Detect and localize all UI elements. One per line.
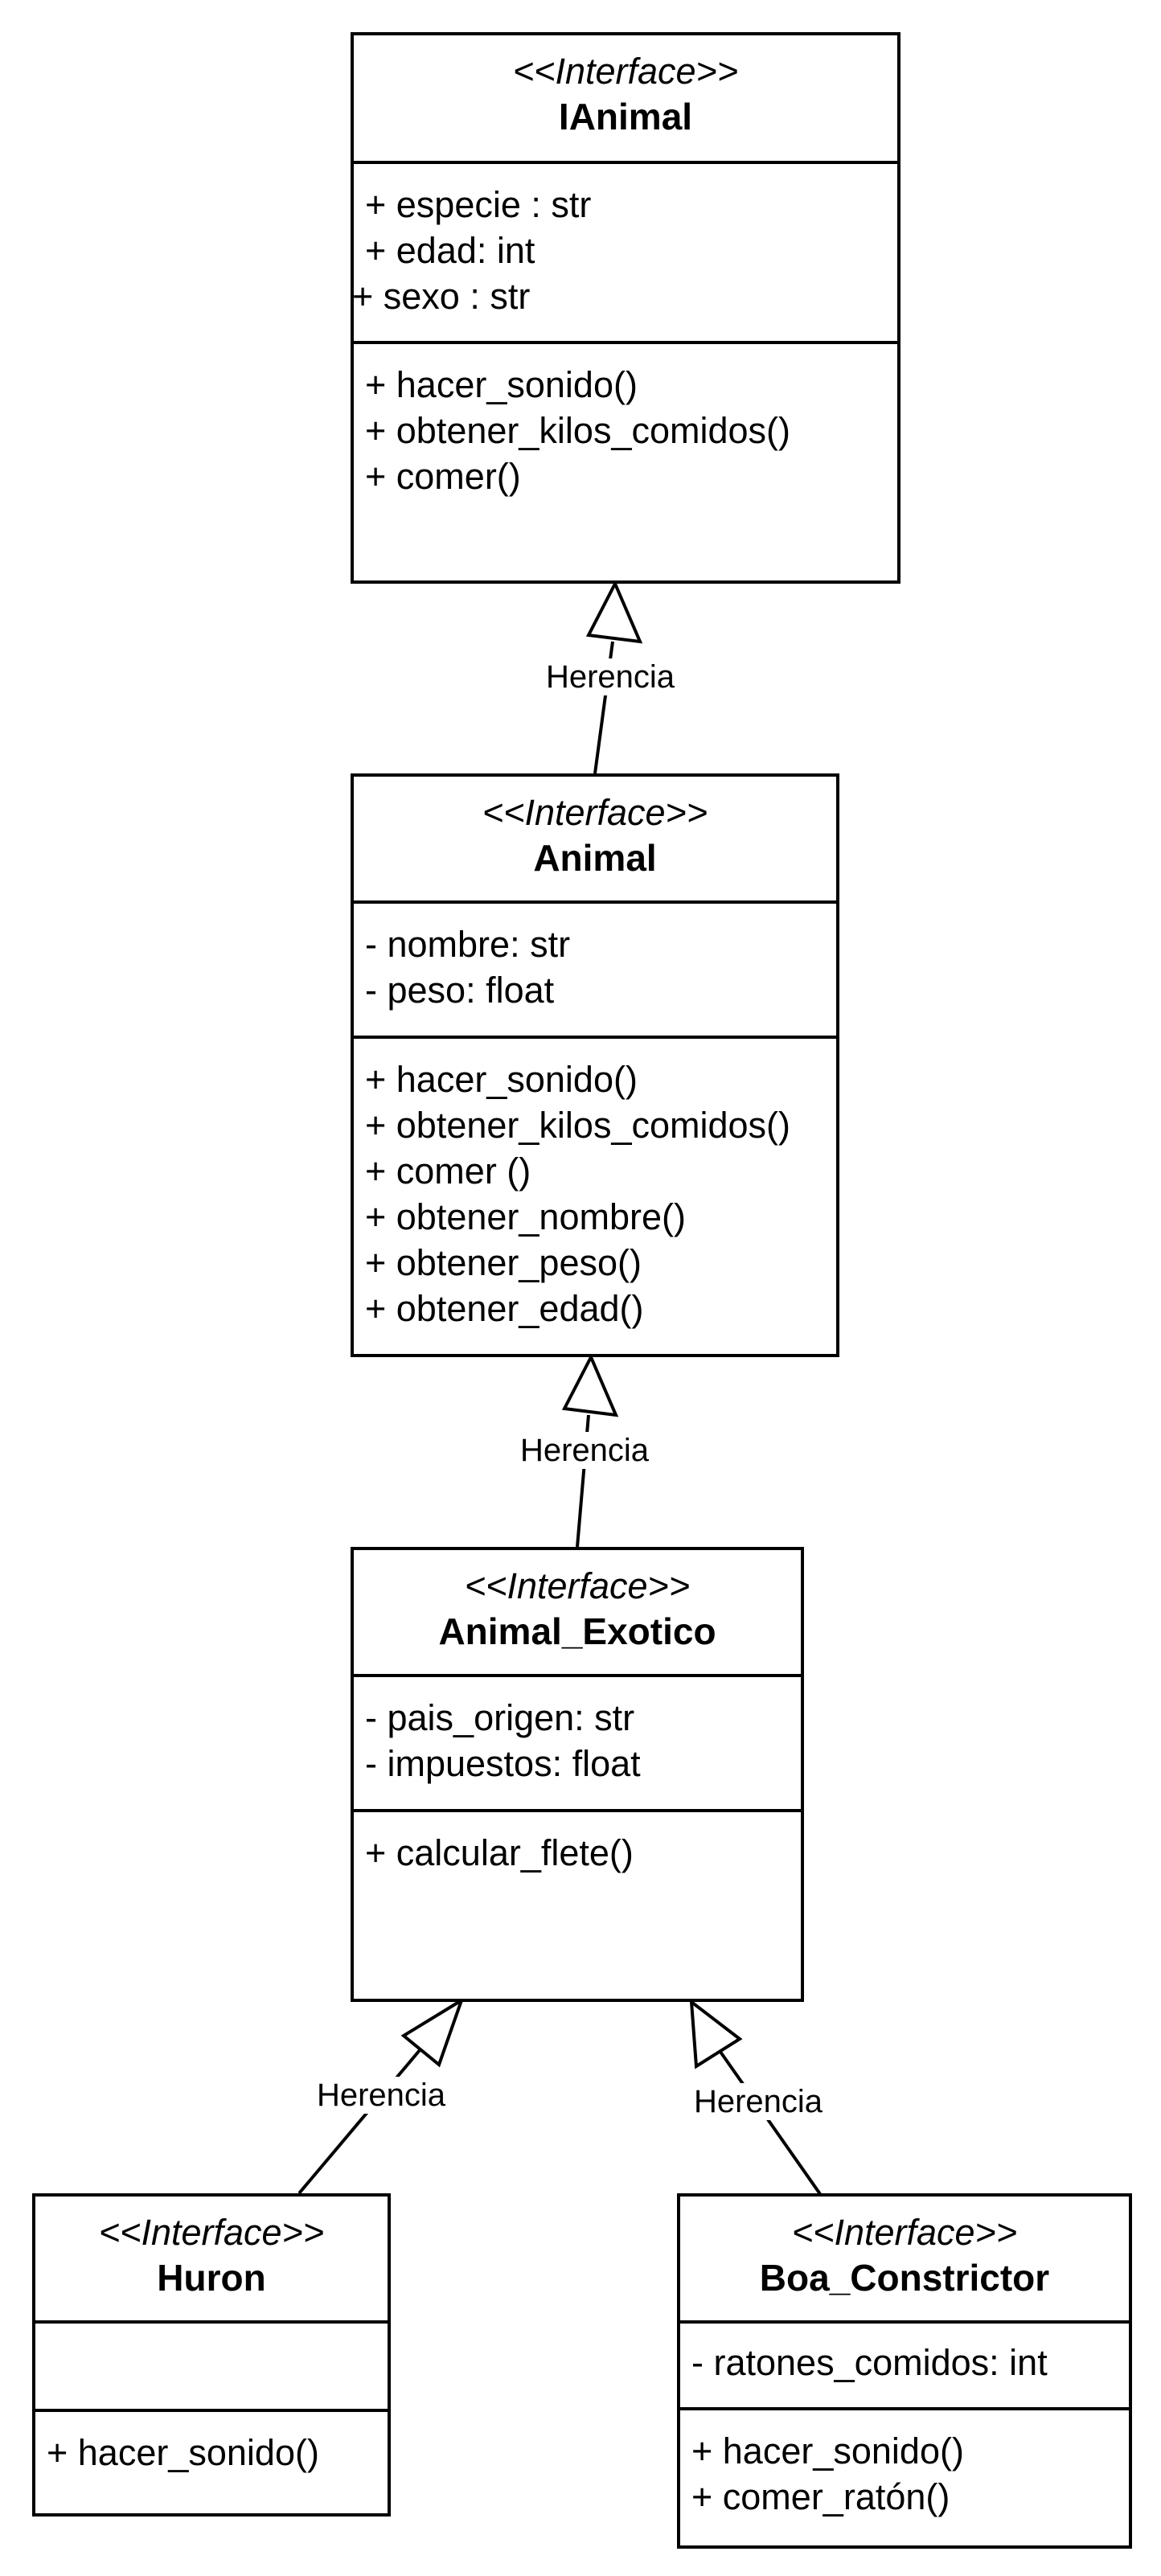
stereotype-label: <<Interface>>: [482, 792, 708, 833]
class-animal[interactable]: <<Interface>> Animal - nombre: str - pes…: [351, 773, 839, 1357]
stereotype-label: <<Interface>>: [98, 2212, 325, 2253]
edge-label-animal-ianimal: Herencia: [542, 658, 679, 695]
class-header: <<Interface>> Animal: [354, 777, 836, 904]
methods-compartment: + calcular_flete(): [354, 1812, 801, 1876]
method: + hacer_sonido(): [691, 2430, 964, 2471]
attributes-compartment: [35, 2324, 388, 2412]
edge-label-exotico-animal: Herencia: [516, 1432, 653, 1469]
class-header: <<Interface>> Boa_Constrictor: [680, 2197, 1129, 2324]
class-header: <<Interface>> Animal_Exotico: [354, 1550, 801, 1677]
stereotype-label: <<Interface>>: [791, 2212, 1018, 2253]
attributes-compartment: - pais_origen: str - impuestos: float: [354, 1677, 801, 1812]
class-boa-constrictor[interactable]: <<Interface>> Boa_Constrictor - ratones_…: [677, 2193, 1132, 2549]
attribute: - ratones_comidos: int: [691, 2342, 1048, 2383]
method: + comer (): [365, 1151, 531, 1192]
inheritance-arrowhead-icon: [585, 580, 643, 644]
edge-huron-exotico: [297, 1996, 465, 2195]
method: + obtener_peso(): [365, 1242, 642, 1283]
method: + comer(): [365, 456, 521, 497]
method: + obtener_edad(): [365, 1288, 644, 1329]
attribute: - peso: float: [365, 970, 555, 1011]
method: + hacer_sonido(): [47, 2432, 319, 2473]
inheritance-arrowhead-icon: [561, 1353, 619, 1417]
class-header: <<Interface>> Huron: [35, 2197, 388, 2324]
class-name: Animal_Exotico: [438, 1610, 716, 1652]
class-animal-exotico[interactable]: <<Interface>> Animal_Exotico - pais_orig…: [351, 1547, 804, 2002]
inheritance-arrowhead-icon: [689, 1998, 743, 2069]
method: + calcular_flete(): [365, 1832, 634, 1873]
method: + obtener_nombre(): [365, 1196, 686, 1237]
attributes-compartment: + especie : str + edad: int + sexo : str: [352, 164, 897, 344]
edge-boa-exotico: [689, 1998, 831, 2209]
method: + hacer_sonido(): [365, 1059, 638, 1100]
class-ianimal[interactable]: <<Interface>> IAnimal + especie : str + …: [351, 32, 900, 584]
method: + obtener_kilos_comidos(): [365, 1105, 791, 1146]
edge-label-boa-exotico: Herencia: [690, 2083, 827, 2120]
attribute: + edad: int: [365, 230, 535, 271]
attribute: + sexo : str: [352, 276, 531, 317]
method: + comer_ratón(): [691, 2476, 950, 2517]
edge-label-huron-exotico: Herencia: [313, 2077, 449, 2114]
inheritance-arrowhead-icon: [400, 1996, 465, 2068]
stereotype-label: <<Interface>>: [512, 51, 739, 92]
methods-compartment: + hacer_sonido(): [35, 2412, 388, 2476]
method: + obtener_kilos_comidos(): [365, 410, 791, 451]
class-name: Boa_Constrictor: [759, 2257, 1050, 2299]
class-name: Animal: [533, 837, 657, 879]
attribute: - pais_origen: str: [365, 1697, 635, 1738]
class-name: IAnimal: [558, 96, 693, 137]
class-header: <<Interface>> IAnimal: [354, 35, 897, 164]
methods-compartment: + hacer_sonido() + obtener_kilos_comidos…: [354, 1039, 836, 1331]
attribute: + especie : str: [365, 184, 592, 225]
attributes-compartment: - ratones_comidos: int: [680, 2324, 1129, 2410]
attributes-compartment: - nombre: str - peso: float: [354, 904, 836, 1039]
method: + hacer_sonido(): [365, 364, 638, 405]
stereotype-label: <<Interface>>: [464, 1565, 691, 1606]
attribute: - nombre: str: [365, 924, 571, 965]
attribute: - impuestos: float: [365, 1743, 641, 1784]
class-huron[interactable]: <<Interface>> Huron + hacer_sonido(): [32, 2193, 391, 2517]
methods-compartment: + hacer_sonido() + obtener_kilos_comidos…: [354, 344, 897, 499]
methods-compartment: + hacer_sonido() + comer_ratón(): [680, 2410, 1129, 2520]
class-name: Huron: [157, 2257, 266, 2299]
